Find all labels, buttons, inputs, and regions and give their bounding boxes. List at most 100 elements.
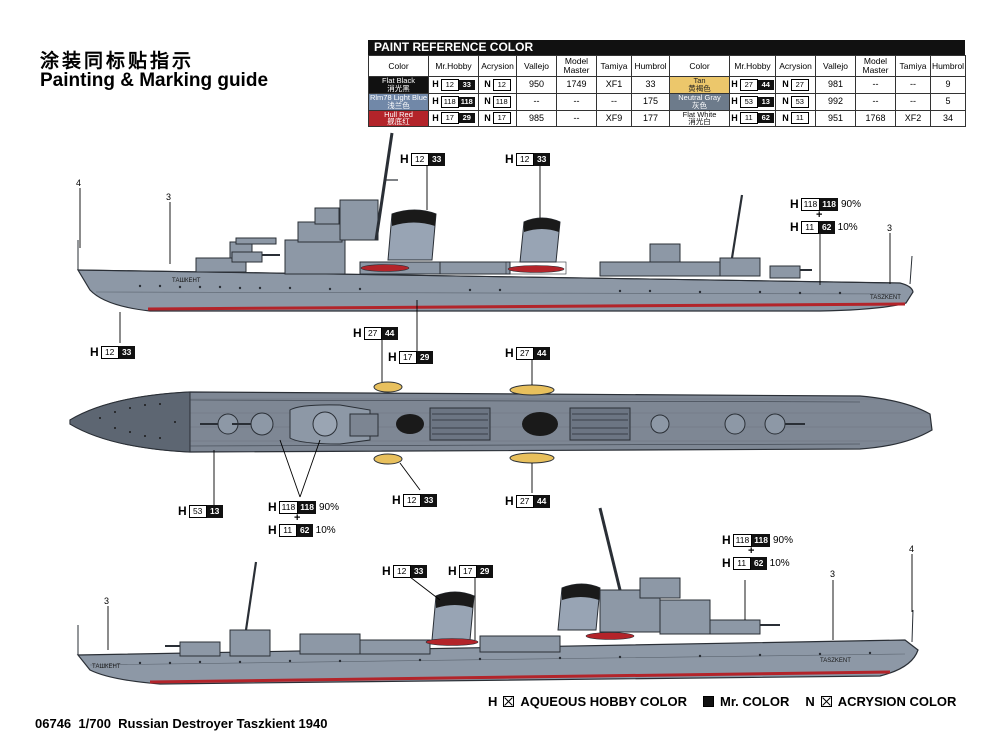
product-code: 06746 xyxy=(35,716,72,731)
hull-name-top-latin: TASZKENT xyxy=(870,295,901,301)
col-mrhobby: Mr.Hobby xyxy=(729,55,776,77)
code-prefix: H xyxy=(448,564,457,578)
marker-4-top-left: 4 xyxy=(76,178,81,188)
code-mr: 44 xyxy=(381,326,398,340)
mr-color-box-icon xyxy=(703,696,714,707)
mix-percent: 90% xyxy=(318,501,339,513)
marker-3-bottom-right: 3 xyxy=(830,569,835,579)
anchor-deck-dots xyxy=(99,403,176,439)
marker-3-bottom-left: 3 xyxy=(104,596,109,606)
code-aqueous: 12 xyxy=(392,564,411,578)
code-aqueous: 17 xyxy=(398,350,417,364)
color-name-cn: 浅兰色 xyxy=(387,100,410,110)
code-prefix: H xyxy=(432,112,439,123)
code-aqueous: 11 xyxy=(800,220,819,234)
code-mr: 118 xyxy=(298,500,316,514)
code-prefix: H xyxy=(268,523,277,537)
col-humbrol: Humbrol xyxy=(930,55,966,77)
code-prefix: H xyxy=(731,79,738,90)
code-aqueous: 17 xyxy=(440,112,459,125)
code-aqueous: 53 xyxy=(739,95,758,108)
mix-percent: 10% xyxy=(315,524,336,536)
code-aqueous: 27 xyxy=(515,346,534,360)
marker-4-bottom-right: 4 xyxy=(909,544,914,554)
code-prefix: N xyxy=(484,112,491,123)
color-name-cn: 舰底红 xyxy=(387,117,410,127)
portholes-bottom xyxy=(138,651,872,665)
code-mr: 33 xyxy=(458,79,475,90)
code-prefix: H xyxy=(505,346,514,360)
mix-percent: 10% xyxy=(769,557,790,569)
code-prefix: H xyxy=(432,79,439,90)
legend-n-letter: N xyxy=(805,694,815,709)
code-prefix: H xyxy=(731,95,738,106)
col-vallejo: Vallejo xyxy=(516,55,557,77)
code-prefix: H xyxy=(392,493,401,507)
value-tamiya: XF2 xyxy=(895,109,931,128)
code-prefix: H xyxy=(90,345,99,359)
code-acrysion: 11 xyxy=(790,112,809,125)
code-prefix: H xyxy=(268,500,277,514)
code-acrysion: 12 xyxy=(492,78,511,91)
code-aqueous: 12 xyxy=(100,345,119,359)
code-aqueous: 27 xyxy=(739,78,758,91)
code-prefix: H xyxy=(722,533,731,547)
legend-acrysion: ACRYSION COLOR xyxy=(837,694,957,709)
code-mr: 29 xyxy=(416,350,433,364)
code-mr: 118 xyxy=(752,533,770,547)
col-mrhobby: Mr.Hobby xyxy=(428,55,479,77)
code-prefix: H xyxy=(731,112,738,123)
code-mr: 33 xyxy=(533,152,550,166)
code-prefix: N xyxy=(484,95,491,106)
aqueous-box-icon xyxy=(503,696,515,707)
color-legend: H AQUEOUS HOBBY COLOR Mr. COLOR N ACRYSI… xyxy=(488,694,956,709)
portholes-top xyxy=(138,284,842,295)
mix-percent: 90% xyxy=(772,534,793,546)
code-mr: 29 xyxy=(476,564,493,578)
code-mr: 62 xyxy=(757,113,774,124)
code-acrysion: 27 xyxy=(790,78,809,91)
code-mr: 44 xyxy=(533,346,550,360)
code-aqueous: 27 xyxy=(515,494,534,508)
code-prefix: N xyxy=(782,79,789,90)
code-aqueous: 118 xyxy=(732,533,753,547)
marker-3-top-right: 3 xyxy=(887,223,892,233)
color-name-cn: 消光白 xyxy=(688,117,711,127)
paint-table-heading: PAINT REFERENCE COLOR xyxy=(368,40,965,55)
code-prefix: H xyxy=(505,494,514,508)
code-mr: 13 xyxy=(206,504,223,518)
code-prefix: H xyxy=(722,556,731,570)
code-aqueous: 27 xyxy=(363,326,382,340)
code-acrysion: 17 xyxy=(492,112,511,125)
code-aqueous: 118 xyxy=(800,197,821,211)
code-aqueous: 12 xyxy=(402,493,421,507)
legend-h-letter: H xyxy=(488,694,498,709)
title-english: Painting & Marking guide xyxy=(40,70,269,91)
color-name: Flat Black xyxy=(382,76,415,85)
legend-aqueous: AQUEOUS HOBBY COLOR xyxy=(520,694,687,709)
